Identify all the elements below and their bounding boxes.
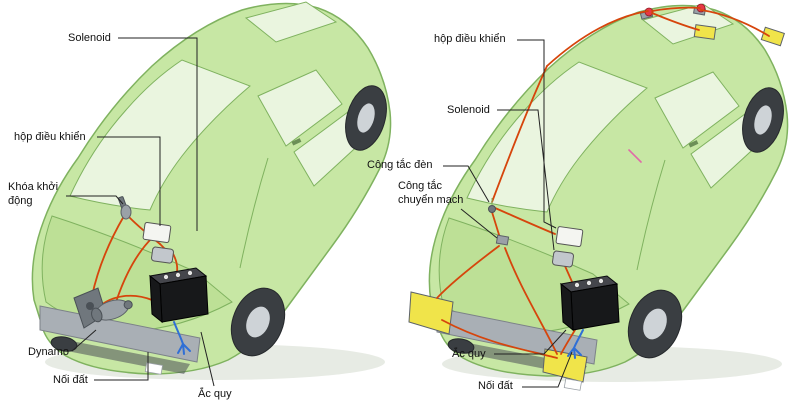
label-right-changeover: Công tắc chuyển mạch xyxy=(398,180,464,206)
leader-right-light-switch xyxy=(443,165,490,203)
leader-left-ground xyxy=(94,352,149,381)
wire-headlight-left-across xyxy=(441,319,558,359)
leader-right-ground xyxy=(522,351,573,388)
wire-battery-to-headlight-right xyxy=(560,329,576,355)
leader-left-ignition xyxy=(66,195,124,205)
ground-wire-and-tassel xyxy=(173,321,191,355)
solenoid xyxy=(151,246,174,264)
right-leader-lines xyxy=(443,39,573,388)
leader-right-changeover xyxy=(460,208,498,239)
label-right-control-box: hộp điều khiển xyxy=(434,33,506,45)
license-plate xyxy=(563,378,583,391)
leader-left-solenoid xyxy=(118,37,198,231)
label-left-battery: Ắc quy xyxy=(198,388,232,400)
battery xyxy=(148,267,209,324)
label-right-battery: Ắc quy xyxy=(452,348,486,360)
left-car-diagram xyxy=(31,1,395,387)
wire-bulb-to-center-lamp xyxy=(651,12,700,31)
ground-wire-and-tassel xyxy=(567,329,584,359)
wire-changeover-to-headlight-right xyxy=(504,247,558,355)
control-box xyxy=(142,222,172,243)
leader-right-battery xyxy=(494,329,567,355)
leader-left-battery xyxy=(200,331,215,387)
leader-right-solenoid xyxy=(497,109,555,251)
wire-control-to-light-switch xyxy=(494,207,556,235)
control-box xyxy=(555,226,584,247)
light-switch xyxy=(488,198,496,213)
wire-dynamo-to-control-box xyxy=(115,237,153,303)
rear-lamp-center xyxy=(693,24,717,40)
door-wire-mark xyxy=(628,149,642,163)
wire-ignition-to-starter xyxy=(91,215,125,297)
wire-bulb-to-rear-lamp xyxy=(700,9,770,37)
label-left-control-box: hộp điều khiển xyxy=(14,131,86,143)
label-left-solenoid: Solenoid xyxy=(68,32,111,44)
license-plate xyxy=(144,362,164,375)
wire-changeover-to-headlight-left xyxy=(436,245,500,299)
label-right-solenoid: Solenoid xyxy=(447,104,490,116)
dynamo xyxy=(91,299,133,323)
leader-right-control-box xyxy=(517,39,557,229)
solenoid xyxy=(552,250,574,268)
wire-bulb-to-bulb xyxy=(651,6,701,12)
wire-roof-harness xyxy=(491,65,548,203)
label-left-ground: Nối đất xyxy=(53,374,88,386)
headlight-left xyxy=(408,291,454,335)
wire-battery-to-solenoid xyxy=(564,265,574,285)
wire-switch-to-changeover xyxy=(491,211,501,239)
rear-lamp-right xyxy=(760,26,785,47)
label-right-light-switch: Công tắc đèn xyxy=(367,159,433,171)
wire-roof-to-bulb-left xyxy=(546,10,649,67)
label-left-dynamo: Dynamo xyxy=(28,346,69,358)
leader-left-dynamo xyxy=(71,329,97,352)
label-left-ignition: Khóa khởi động xyxy=(8,181,59,207)
label-right-ground: Nối đất xyxy=(478,380,513,392)
right-car-diagram xyxy=(408,3,792,391)
battery xyxy=(559,275,620,332)
leader-left-control-box xyxy=(97,136,161,226)
changeover-switch xyxy=(495,234,510,246)
